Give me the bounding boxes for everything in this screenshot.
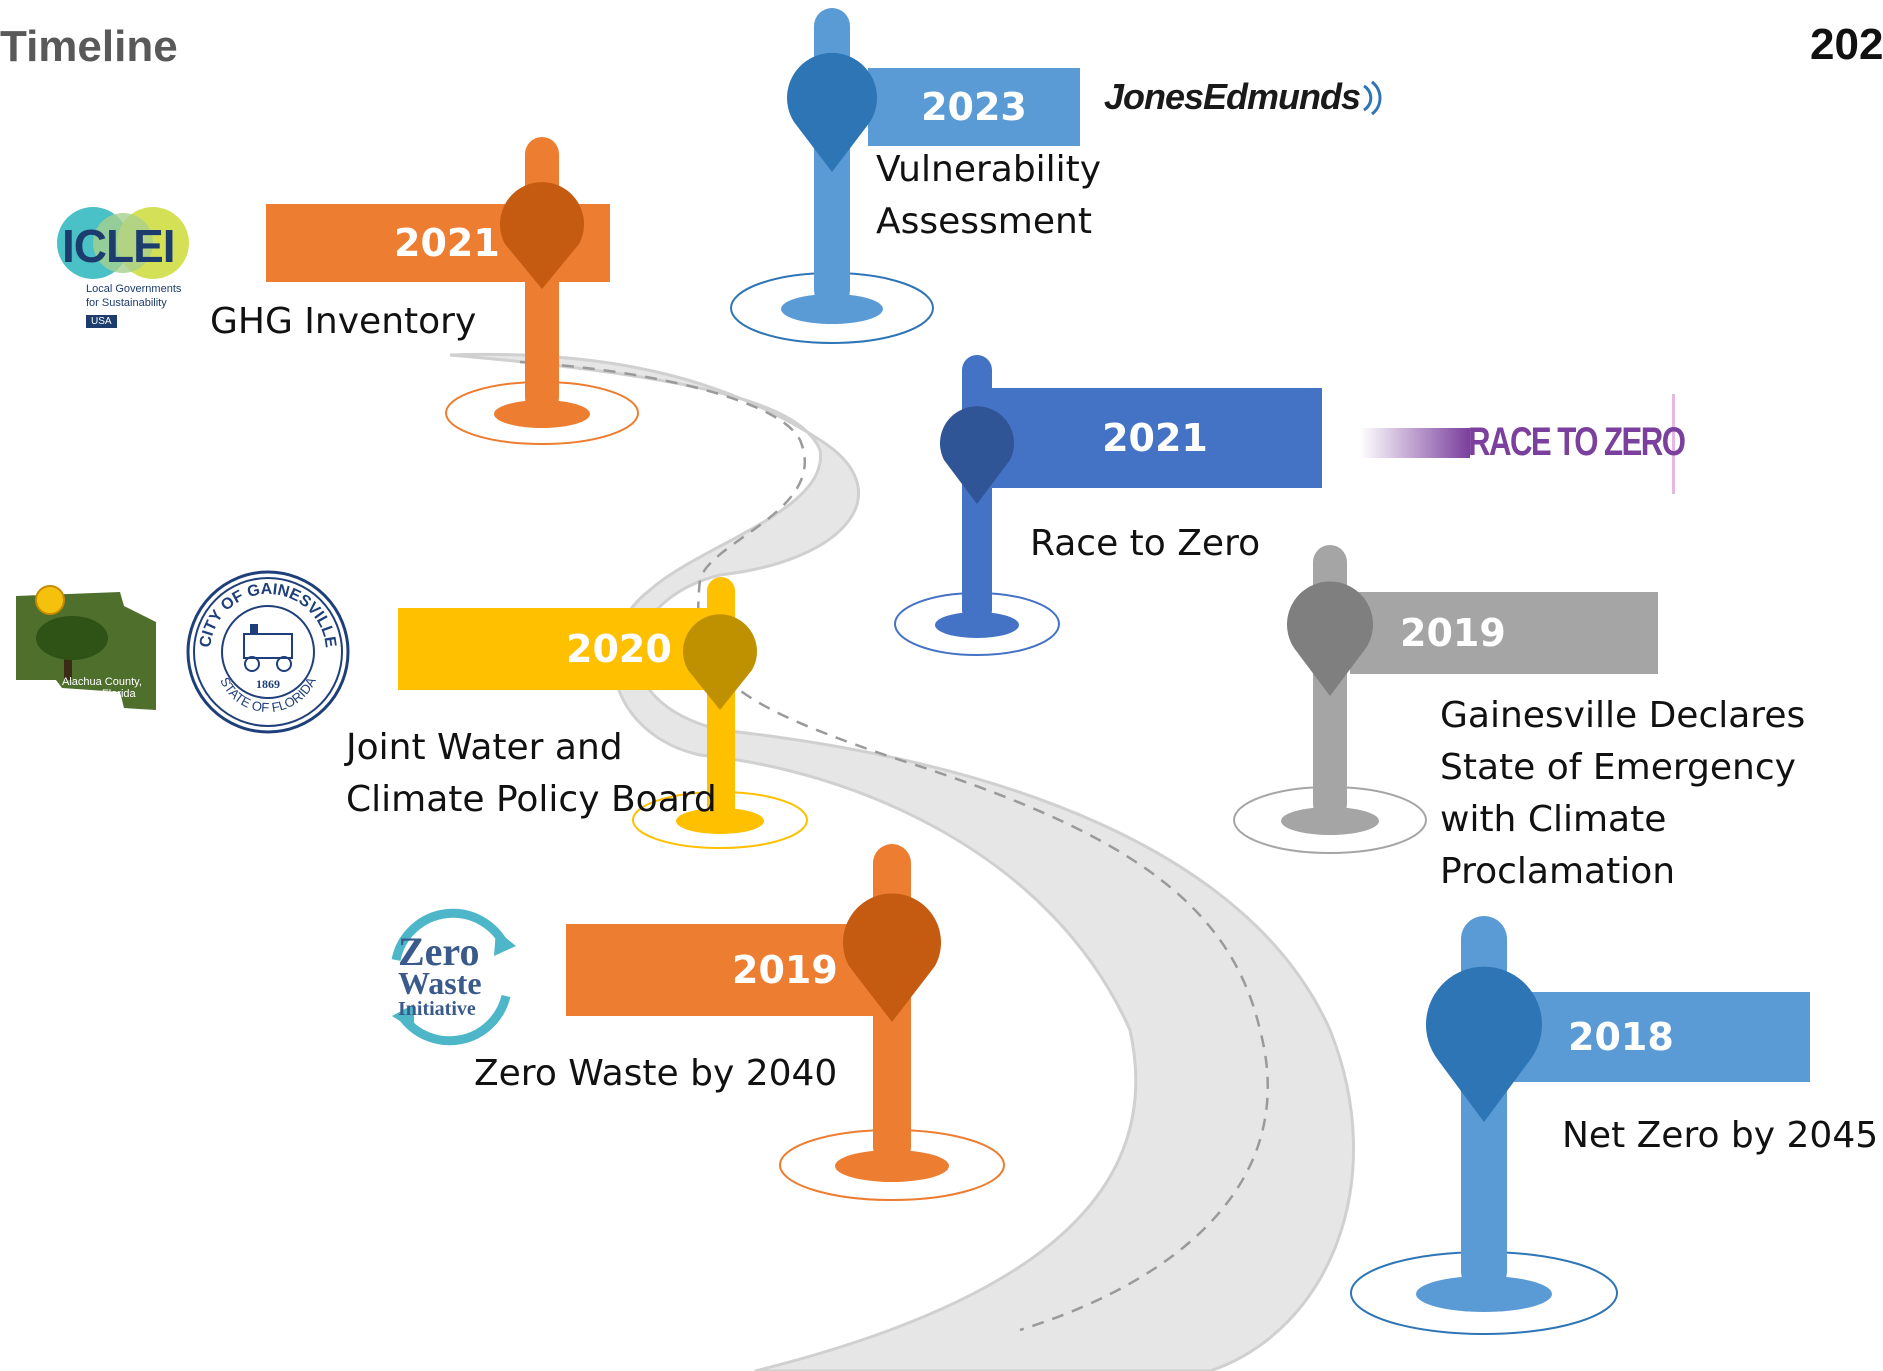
year-flag: 2020 — [398, 608, 720, 690]
alachua-label-1: Alachua County, — [62, 676, 142, 688]
year-flag: 2019 — [1350, 592, 1658, 674]
race-to-zero-logo: RACE TO ZERO — [1360, 394, 1686, 494]
caption-line: Climate Policy Board — [346, 779, 717, 820]
zero-waste-initiative-logo: Zero Waste Initiative — [366, 900, 526, 1060]
iclei-wordmark: ICLEI — [62, 220, 176, 272]
year-label: 2019 — [1400, 611, 1506, 655]
iclei-tagline-1: Local Governments — [86, 283, 182, 295]
race-to-zero-wordmark: RACE TO ZERO — [1468, 420, 1686, 464]
iclei-logo: ICLEI Local Governments for Sustainabili… — [48, 205, 198, 335]
year-label: 2019 — [732, 948, 838, 992]
caption-line: Assessment — [876, 201, 1092, 242]
year-flag: 2021 — [266, 204, 610, 282]
caption: Joint Water and Climate Policy Board — [346, 722, 717, 826]
zero-waste-word-3: Initiative — [398, 998, 476, 1020]
caption: Net Zero by 2045 — [1562, 1110, 1878, 1162]
year-label: 2020 — [566, 627, 672, 671]
year-flag: 2021 — [988, 388, 1322, 488]
caption-line: Joint Water and — [346, 727, 623, 768]
jones-edmunds-logo: JonesEdmunds — [1104, 76, 1384, 126]
race-fade-bar — [1360, 394, 1675, 494]
caption-line: with Climate — [1440, 799, 1667, 840]
corner-year-fragment: 202 — [1810, 20, 1883, 69]
year-label: 2021 — [394, 221, 500, 265]
jones-edmunds-wordmark: JonesEdmunds — [1104, 76, 1361, 117]
caption-line: State of Emergency — [1440, 747, 1796, 788]
iclei-mark — [57, 207, 189, 279]
year-flag: 2018 — [1484, 992, 1810, 1082]
recycle-arrows-icon — [391, 908, 516, 1046]
caption: Zero Waste by 2040 — [474, 1048, 837, 1100]
caption-line: GHG Inventory — [210, 301, 477, 342]
zero-waste-word-1: Zero — [398, 929, 480, 974]
caption: Gainesville Declares State of Emergency … — [1440, 690, 1805, 898]
year-label: 2023 — [921, 85, 1027, 129]
caption-line: Gainesville Declares — [1440, 695, 1806, 736]
seal-icon: CITY OF GAINESVILLE STATE OF FLORIDA 186… — [186, 570, 350, 734]
caption-line: Race to Zero — [1030, 523, 1261, 564]
road-centerline — [519, 360, 1269, 1332]
caption: Race to Zero — [1030, 518, 1260, 570]
caption-line: Proclamation — [1440, 851, 1676, 892]
city-of-gainesville-seal: CITY OF GAINESVILLE STATE OF FLORIDA 186… — [186, 570, 350, 734]
signal-waves-icon — [1363, 80, 1382, 116]
caption: GHG Inventory — [210, 296, 476, 348]
alachua-county-logo: Alachua County, Florida — [12, 576, 158, 716]
year-flag: 2019 — [566, 924, 892, 1016]
county-map-icon — [16, 585, 156, 710]
caption-line: Net Zero by 2045 — [1562, 1115, 1879, 1156]
iclei-badge: USA — [86, 315, 117, 328]
year-label: 2021 — [1102, 416, 1208, 460]
zero-waste-word-2: Waste — [398, 965, 482, 1001]
caption: Vulnerability Assessment — [876, 144, 1101, 248]
year-flag: 2023 — [868, 68, 1080, 146]
caption-line: Vulnerability — [876, 149, 1102, 190]
caption-line: Zero Waste by 2040 — [474, 1053, 838, 1094]
iclei-tagline-2: for Sustainability — [86, 297, 167, 309]
road-surface — [449, 352, 1356, 1371]
seal-year: 1869 — [256, 677, 280, 691]
alachua-label-2: Florida — [102, 688, 136, 700]
year-label: 2018 — [1568, 1015, 1674, 1059]
page-title: Timeline — [0, 22, 178, 71]
